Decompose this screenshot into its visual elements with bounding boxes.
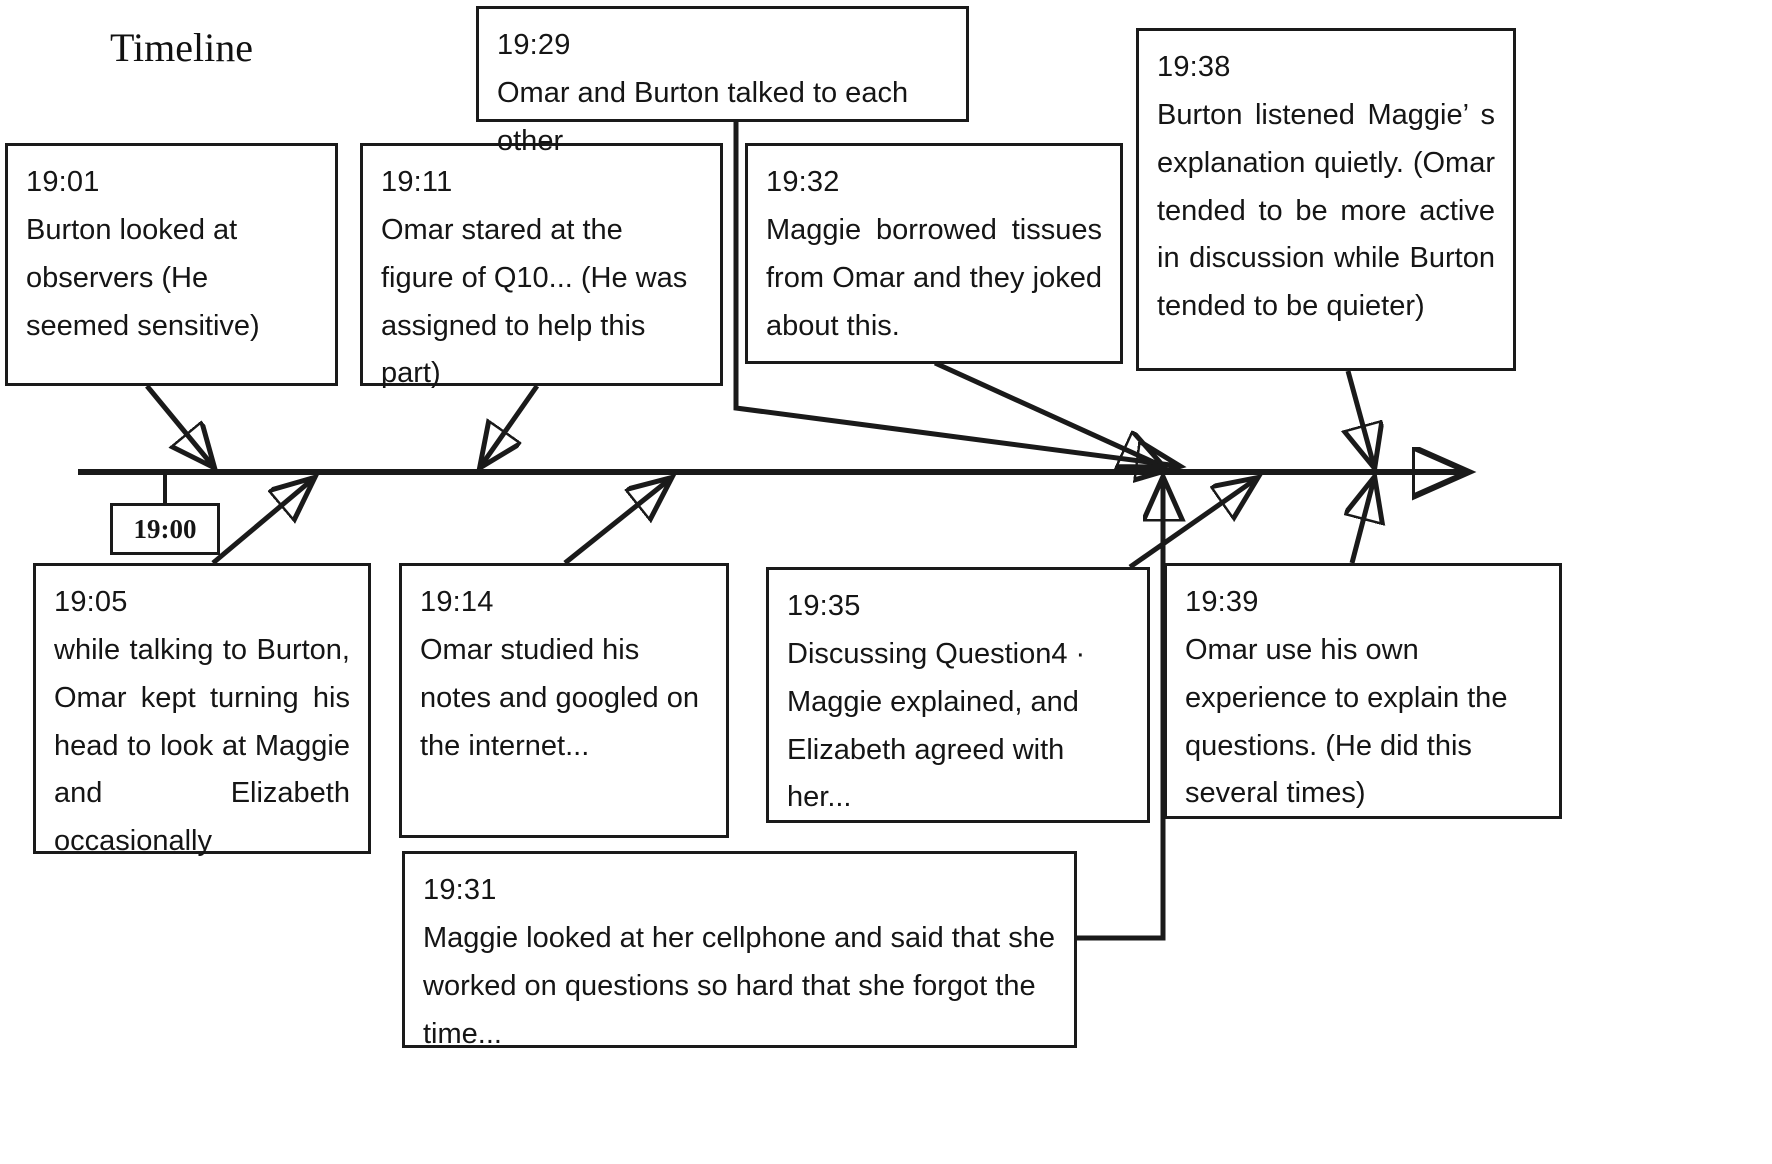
- connector-1905: [211, 479, 313, 565]
- event-text: Maggie looked at her cellphone and said …: [423, 921, 1055, 1050]
- event-text: Omar use his own experience to explain t…: [1185, 633, 1508, 810]
- event-text: Maggie borrowed tissues from Omar and th…: [766, 213, 1102, 342]
- event-text: Burton looked at observers (He seemed se…: [26, 213, 260, 342]
- event-text: Discussing Question4 · Maggie explained,…: [787, 637, 1086, 814]
- event-time: 19:31: [423, 874, 497, 906]
- event-text: Omar studied his notes and googled on th…: [420, 633, 699, 762]
- event-time: 19:32: [766, 166, 840, 198]
- event-time: 19:39: [1185, 586, 1259, 618]
- event-time: 19:05: [54, 586, 128, 618]
- event-box-1905[interactable]: 19:05 while talking to Burton, Omar kept…: [33, 563, 371, 857]
- event-time: 19:11: [381, 166, 453, 198]
- connector-1938: [1348, 370, 1374, 466]
- event-box-1931[interactable]: 19:31 Maggie looked at her cellphone and…: [402, 851, 1077, 1050]
- event-box-1914[interactable]: 19:14 Omar studied his notes and googled…: [399, 563, 729, 838]
- page-title: Timeline: [110, 25, 253, 70]
- event-time: 19:14: [420, 586, 494, 618]
- connector-1914: [563, 479, 670, 565]
- event-box-1901[interactable]: 19:01 Burton looked at observers (He see…: [5, 143, 338, 386]
- connector-1901: [145, 384, 213, 466]
- event-text: while talking to Burton, Omar kept turni…: [54, 633, 350, 858]
- connector-1932: [933, 360, 1162, 466]
- event-box-1938[interactable]: 19:38 Burton listened Maggie’ s explanat…: [1136, 28, 1516, 371]
- event-box-1929[interactable]: 19:29 Omar and Burton talked to each oth…: [476, 6, 969, 157]
- event-text: Omar and Burton talked to each other: [497, 76, 909, 157]
- event-box-1932[interactable]: 19:32 Maggie borrowed tissues from Omar …: [745, 143, 1123, 364]
- event-time: 19:35: [787, 590, 861, 622]
- event-time: 19:01: [26, 166, 100, 198]
- event-box-1935[interactable]: 19:35 Discussing Question4 · Maggie expl…: [766, 567, 1150, 823]
- event-time: 19:38: [1157, 51, 1231, 83]
- connector-1939: [1352, 479, 1374, 564]
- connector-1935: [1128, 479, 1256, 570]
- event-box-1911[interactable]: 19:11 Omar stared at the figure of Q10..…: [360, 143, 723, 389]
- axis-tick-label-1900: 19:00: [110, 503, 220, 555]
- event-text: Omar stared at the figure of Q10... (He …: [381, 213, 688, 390]
- event-text: Burton listened Maggie’ s explanation qu…: [1157, 98, 1495, 323]
- event-box-1939[interactable]: 19:39 Omar use his own experience to exp…: [1164, 563, 1562, 819]
- tick-label-text: 19:00: [133, 513, 197, 544]
- event-time: 19:29: [497, 29, 571, 61]
